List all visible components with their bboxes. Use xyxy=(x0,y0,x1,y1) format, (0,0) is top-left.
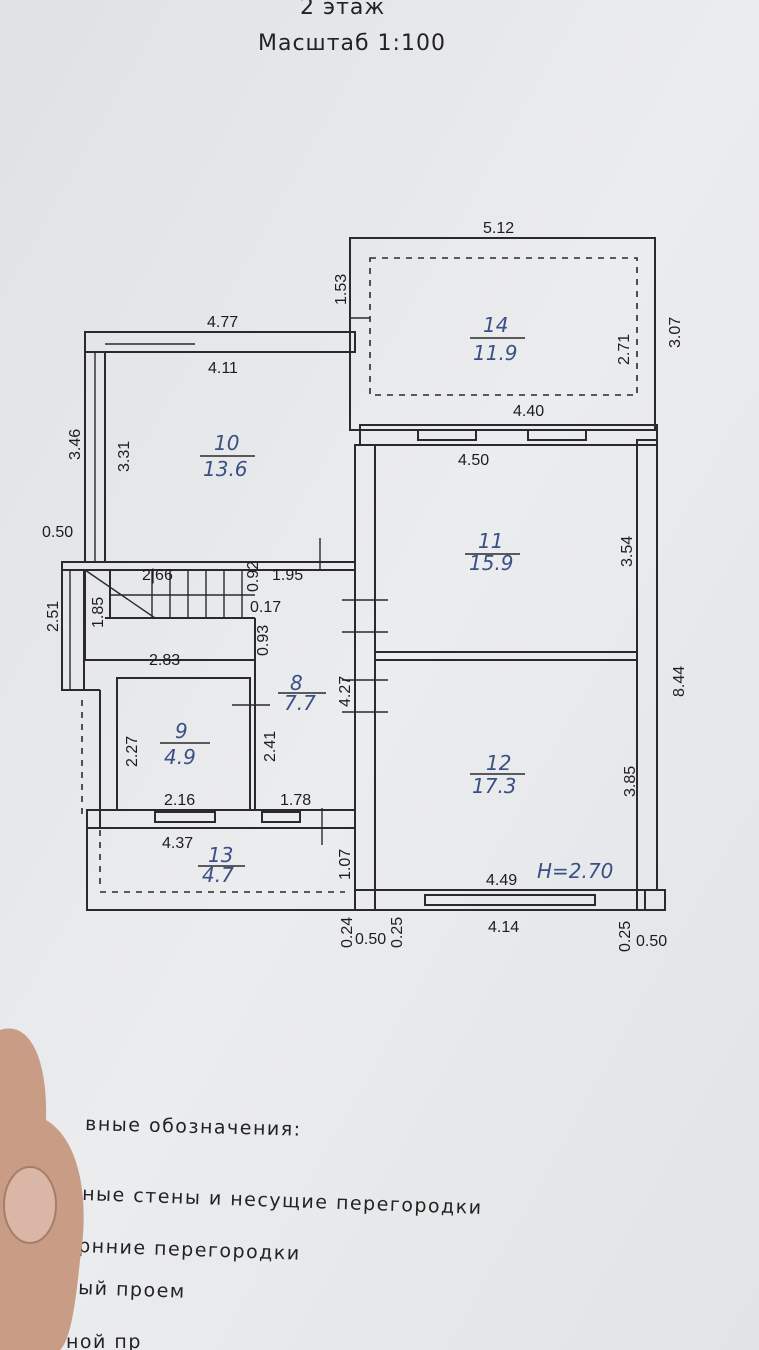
svg-text:11.9: 11.9 xyxy=(473,341,518,365)
svg-text:2.41: 2.41 xyxy=(262,731,279,762)
svg-text:0.50: 0.50 xyxy=(636,933,667,950)
svg-text:8: 8 xyxy=(290,671,303,695)
svg-text:1.53: 1.53 xyxy=(333,274,350,305)
walls xyxy=(61,237,666,911)
svg-text:1.85: 1.85 xyxy=(90,597,107,628)
floor-title: 2 этаж xyxy=(300,0,385,20)
svg-text:3.54: 3.54 xyxy=(619,536,636,567)
svg-text:0.92: 0.92 xyxy=(245,561,262,592)
svg-text:0.50: 0.50 xyxy=(42,524,73,541)
svg-text:4.7: 4.7 xyxy=(202,863,234,887)
svg-text:2.83: 2.83 xyxy=(149,652,180,669)
svg-text:1.07: 1.07 xyxy=(337,849,354,880)
svg-text:0.24: 0.24 xyxy=(339,917,356,948)
svg-text:3.31: 3.31 xyxy=(116,441,133,472)
svg-text:8.44: 8.44 xyxy=(671,666,688,697)
svg-text:2.51: 2.51 xyxy=(45,601,62,632)
svg-text:0.17: 0.17 xyxy=(250,599,281,616)
svg-text:0.93: 0.93 xyxy=(255,625,272,656)
svg-text:4.14: 4.14 xyxy=(488,919,519,936)
room-13: 134.7 xyxy=(198,843,245,887)
svg-text:4.77: 4.77 xyxy=(207,314,238,331)
svg-text:4.49: 4.49 xyxy=(486,872,517,889)
svg-text:17.3: 17.3 xyxy=(472,774,517,798)
svg-text:12: 12 xyxy=(486,751,511,775)
svg-text:13: 13 xyxy=(208,843,233,867)
svg-text:3.85: 3.85 xyxy=(622,766,639,797)
svg-text:0.25: 0.25 xyxy=(617,921,634,952)
svg-text:1.78: 1.78 xyxy=(280,792,311,809)
svg-text:14: 14 xyxy=(483,313,508,337)
svg-text:9: 9 xyxy=(175,719,188,743)
svg-text:13.6: 13.6 xyxy=(203,457,248,481)
svg-text:3.07: 3.07 xyxy=(667,317,684,348)
dimension-labels: 5.12 1.53 4.77 4.11 2.71 3.07 4.40 4.50 … xyxy=(42,220,688,952)
svg-text:3.46: 3.46 xyxy=(67,429,84,460)
svg-text:11: 11 xyxy=(478,529,503,553)
svg-text:10: 10 xyxy=(214,431,239,455)
svg-text:4.40: 4.40 xyxy=(513,403,544,420)
svg-text:2.71: 2.71 xyxy=(616,334,633,365)
svg-text:2.27: 2.27 xyxy=(124,736,141,767)
legend-item: ной пр xyxy=(66,1331,142,1350)
svg-text:0.25: 0.25 xyxy=(389,917,406,948)
svg-text:4.37: 4.37 xyxy=(162,835,193,852)
room-14: 14 11.9 xyxy=(470,313,525,365)
ceiling-height: H=2.70 xyxy=(537,859,613,883)
scale-title: Масштаб 1:100 xyxy=(258,31,446,56)
svg-text:5.12: 5.12 xyxy=(483,220,514,237)
legend-item: ый проем xyxy=(78,1277,186,1303)
svg-text:1.95: 1.95 xyxy=(272,567,303,584)
svg-text:4.50: 4.50 xyxy=(458,452,489,469)
thumb-finger xyxy=(0,1028,84,1350)
svg-text:2.16: 2.16 xyxy=(164,792,195,809)
svg-text:7.7: 7.7 xyxy=(284,691,316,715)
svg-text:2|66: 2|66 xyxy=(142,567,173,584)
svg-text:15.9: 15.9 xyxy=(469,551,514,575)
room-9: 94.9 xyxy=(160,719,210,769)
room-8: 87.7 xyxy=(278,671,326,715)
svg-text:4.11: 4.11 xyxy=(208,360,238,377)
svg-text:0.50: 0.50 xyxy=(355,931,386,948)
svg-text:4.27: 4.27 xyxy=(337,676,354,707)
svg-text:4.9: 4.9 xyxy=(164,745,196,769)
